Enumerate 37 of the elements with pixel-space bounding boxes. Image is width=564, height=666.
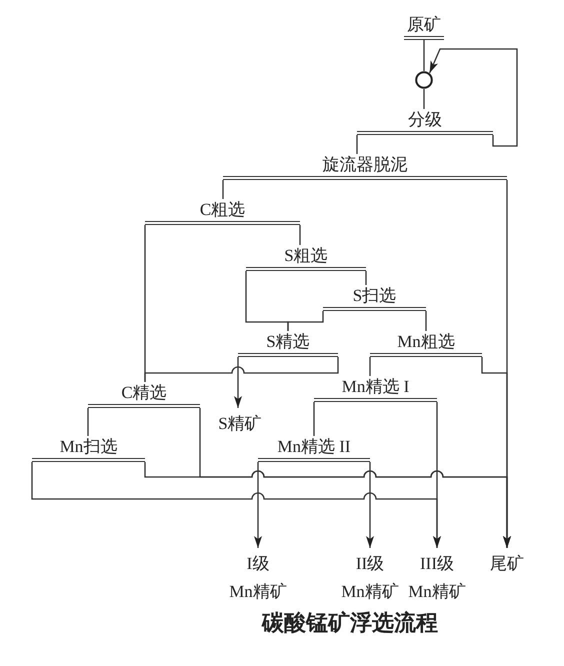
caption: 碳酸锰矿浮选流程: [260, 609, 439, 637]
flow-arrow: [234, 357, 242, 408]
product-label: S精矿: [212, 410, 268, 432]
process-step: C精选: [88, 382, 200, 408]
flow-arrow: [31, 462, 441, 548]
flow-arrow: [144, 462, 511, 548]
flow-line: [144, 357, 339, 382]
flow-line: [87, 408, 89, 436]
flow-line: [222, 180, 224, 199]
process-step: S精选: [238, 331, 338, 357]
product-label: II级 Mn精矿: [336, 550, 404, 608]
product-label: III级 Mn精矿: [403, 550, 471, 608]
process-step: Mn精选 I: [314, 376, 437, 402]
flow-line: [313, 402, 315, 436]
flow-line: [369, 357, 371, 376]
product-label: I级 Mn精矿: [224, 550, 292, 608]
circle-symbol: [415, 71, 433, 89]
process-step: Mn扫选: [32, 436, 145, 462]
flow-line: [423, 40, 425, 71]
process-step: 分级: [357, 109, 493, 135]
flow-line: [423, 89, 425, 109]
flow-arrow: [429, 48, 518, 147]
flow-line: [425, 311, 427, 331]
flow-line: [287, 311, 324, 331]
flow-arrow: [254, 462, 262, 548]
flow-line: [356, 135, 358, 154]
process-step: S扫选: [323, 285, 426, 311]
flow-arrow: [366, 462, 374, 548]
product-label: 尾矿: [485, 550, 529, 574]
feed-label: 原矿: [404, 14, 444, 40]
process-step: 旋流器脱泥: [223, 154, 507, 180]
flow-line: [365, 271, 367, 285]
process-step: C粗选: [145, 199, 300, 225]
process-step: Mn精选 II: [258, 436, 370, 462]
process-step: Mn粗选: [370, 331, 482, 357]
flow-line: [299, 225, 301, 245]
process-step: S粗选: [246, 245, 366, 271]
